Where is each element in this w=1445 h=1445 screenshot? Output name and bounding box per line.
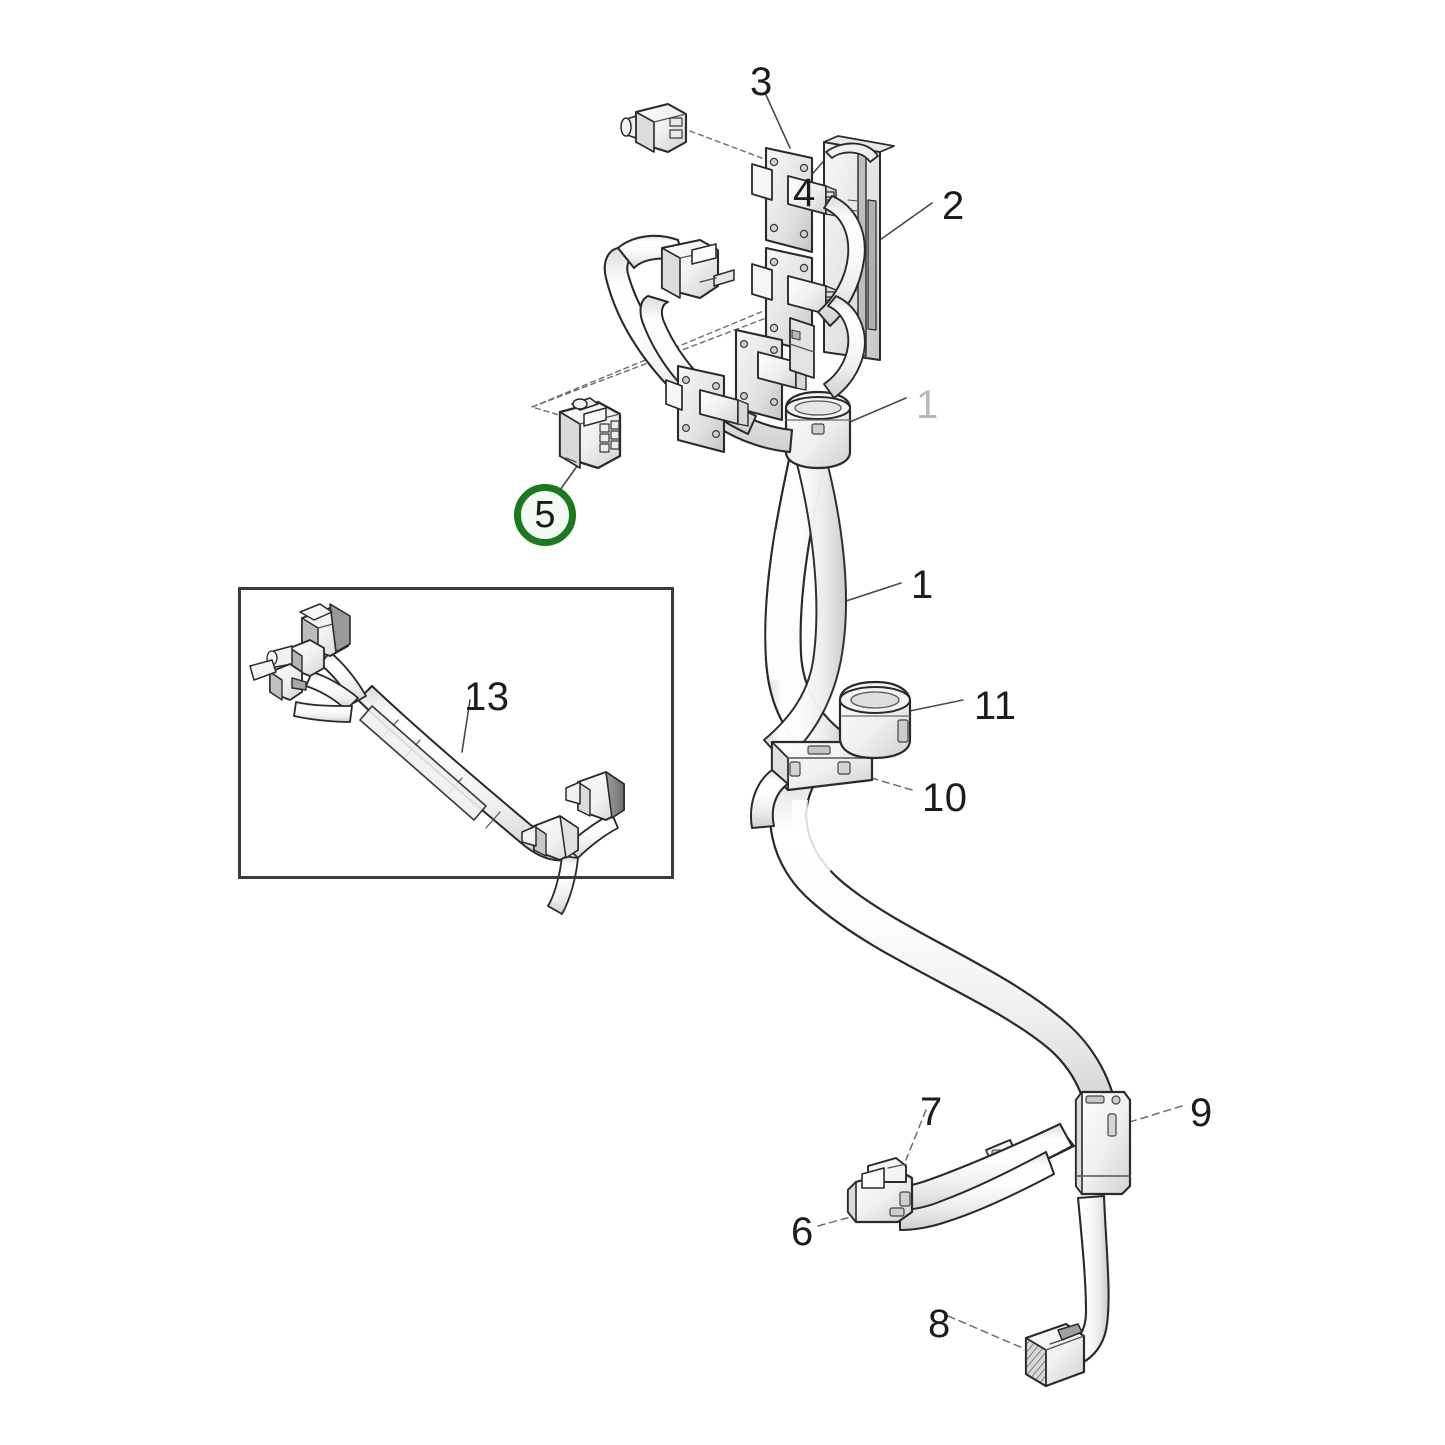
callout-1-upper: 1 [916, 383, 939, 427]
callout-7: 7 [920, 1090, 943, 1134]
callout-2: 2 [942, 184, 965, 228]
callout-1-lower: 1 [911, 563, 934, 607]
callout-10: 10 [922, 776, 968, 820]
callout-11: 11 [974, 684, 1017, 728]
callout-8: 8 [928, 1302, 951, 1346]
callout-9: 9 [1190, 1091, 1213, 1135]
callout-6: 6 [791, 1210, 814, 1254]
detail-inset-frame [238, 587, 674, 879]
highlighted-callout-badge-5[interactable]: 5 [514, 484, 576, 546]
callout-13: 13 [464, 675, 510, 719]
callout-3: 3 [750, 60, 773, 104]
callout-4: 4 [793, 171, 816, 215]
